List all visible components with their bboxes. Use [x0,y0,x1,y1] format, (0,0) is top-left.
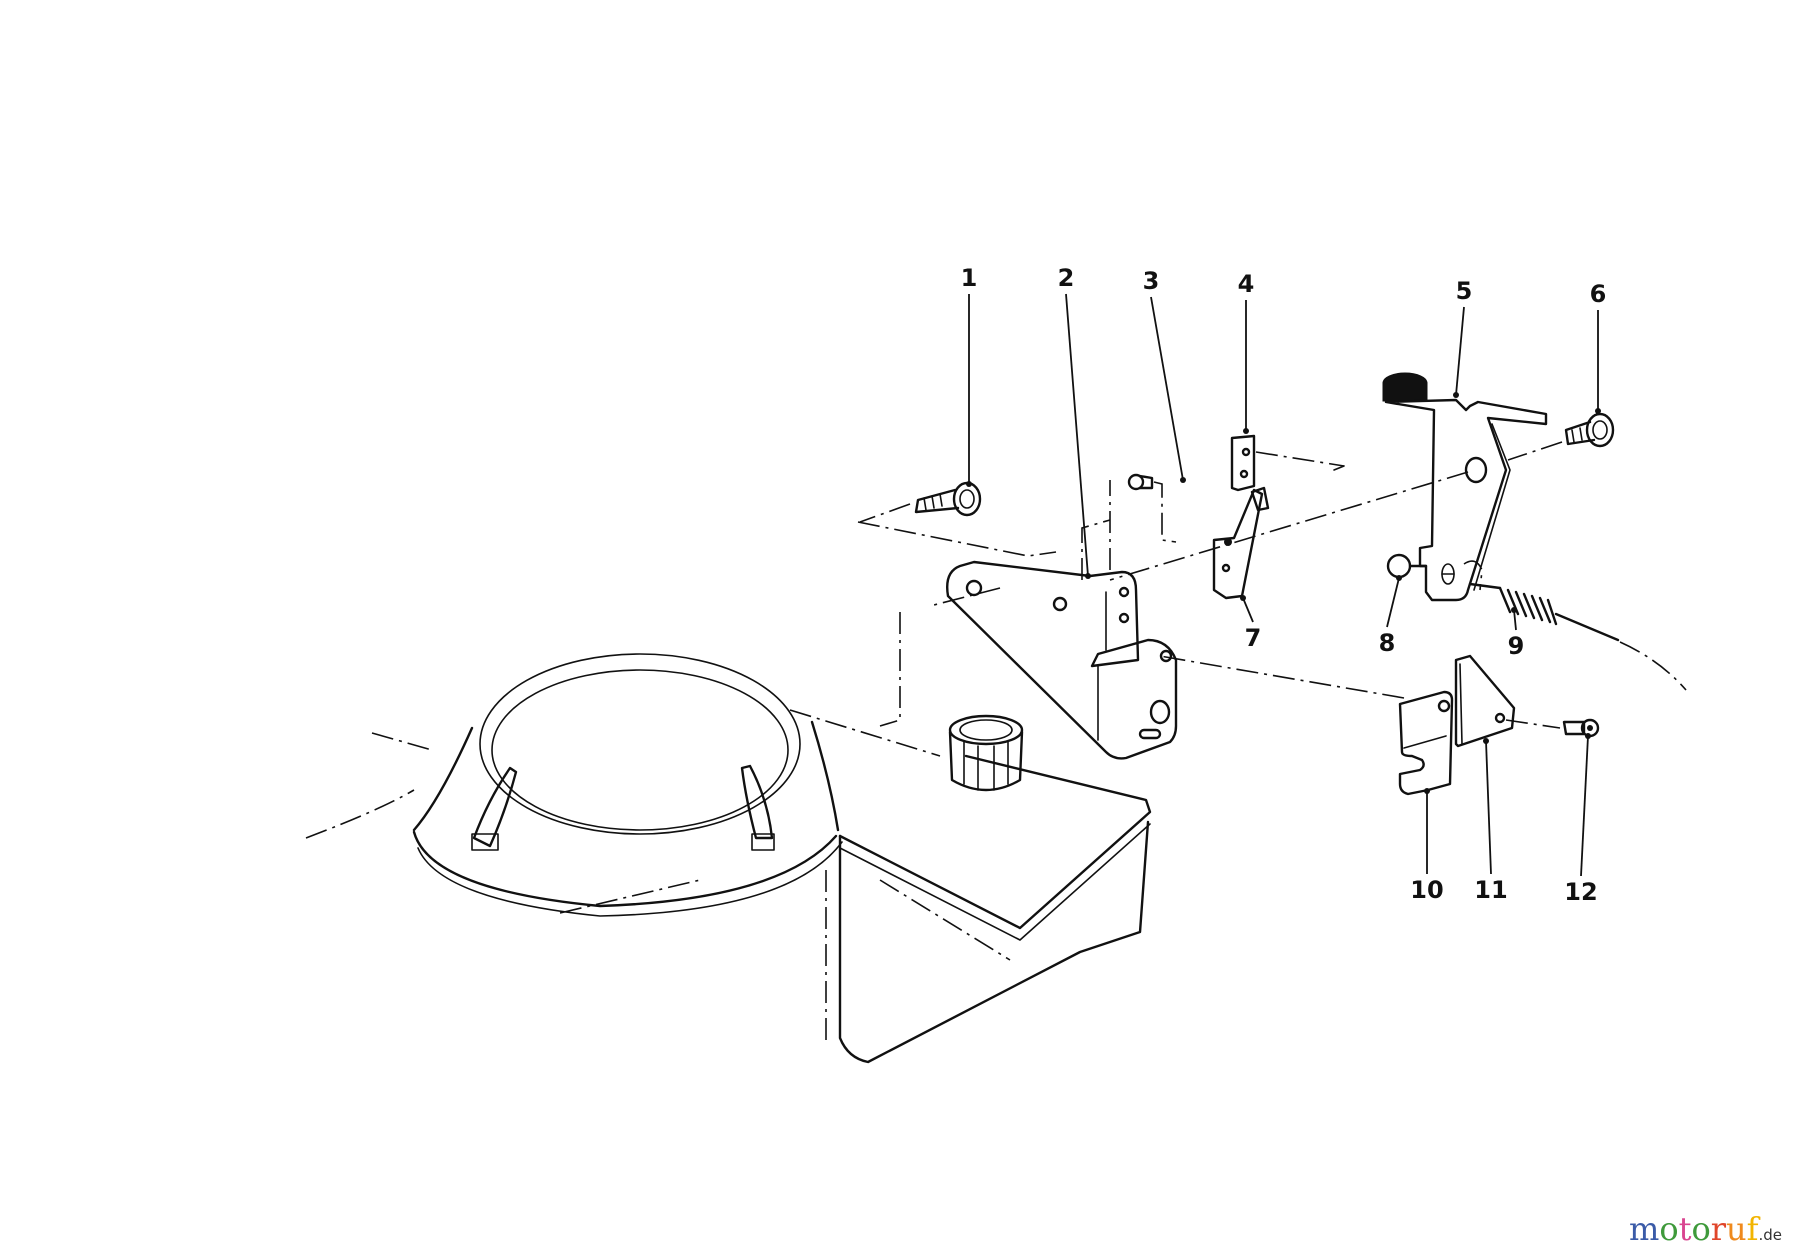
watermark-letter: r [1710,1210,1727,1248]
callout-number-3: 3 [1143,267,1160,295]
part-3-pin [1127,473,1177,543]
part-10-plate [1159,655,1454,796]
watermark-logo-text: motoruf [1629,1210,1758,1248]
callout-leader-9 [1513,609,1517,631]
callout-dot-8 [1396,575,1402,581]
callout-dot-1 [966,481,972,487]
callout-dot-11 [1483,738,1489,744]
callout-number-6: 6 [1590,280,1607,308]
part-1-screw [859,481,982,523]
callout-dot-9 [1511,607,1517,613]
callout-dot-12 [1585,733,1591,739]
callout-leader-8 [1386,577,1400,628]
callout-number-12: 12 [1564,878,1597,906]
callout-number-10: 10 [1410,876,1443,904]
callout-dot-4 [1243,428,1249,434]
watermark-suffix: .de [1758,1226,1782,1244]
watermark-letter: o [1691,1210,1711,1248]
part-5-throttle-lever [1382,372,1548,602]
part-11-plate [1454,654,1561,748]
fuel-tank [825,714,1152,1064]
callout-dot-6 [1595,408,1601,414]
watermark-letter: u [1726,1210,1747,1248]
callout-dot-2 [1085,573,1091,579]
callout-number-4: 4 [1238,270,1255,298]
part-2-bracket [857,480,1178,760]
callout-dot-3 [1180,477,1186,483]
part-9-spring-cable [1468,582,1687,691]
callout-number-11: 11 [1474,876,1507,904]
part-7-link [1212,486,1270,600]
callout-dot-5 [1453,392,1459,398]
motoruf-watermark: motoruf.de [1629,1210,1782,1248]
callout-leader-5 [1455,306,1465,396]
callout-leader-12 [1580,735,1589,877]
callout-number-5: 5 [1456,277,1473,305]
part-12-screw [1562,718,1600,738]
part-4-plate [1230,434,1345,492]
callout-number-2: 2 [1058,264,1075,292]
callout-number-9: 9 [1508,632,1525,660]
callout-number-8: 8 [1379,629,1396,657]
fuel-cap [948,714,1024,792]
watermark-letter: o [1659,1210,1679,1248]
watermark-letter: f [1746,1210,1759,1248]
callout-dot-10 [1424,788,1430,794]
callout-number-1: 1 [961,264,978,292]
callout-number-7: 7 [1245,624,1262,652]
watermark-letter: t [1678,1210,1692,1248]
callout-leader-11 [1485,740,1492,875]
air-cleaner-cover [305,653,941,917]
watermark-letter: m [1628,1210,1660,1248]
callout-leader-3 [1150,296,1184,481]
callout-leader-2 [1065,293,1089,577]
callout-leader-7 [1242,597,1254,623]
callout-dot-7 [1240,595,1246,601]
part-6-screw [1109,412,1615,581]
